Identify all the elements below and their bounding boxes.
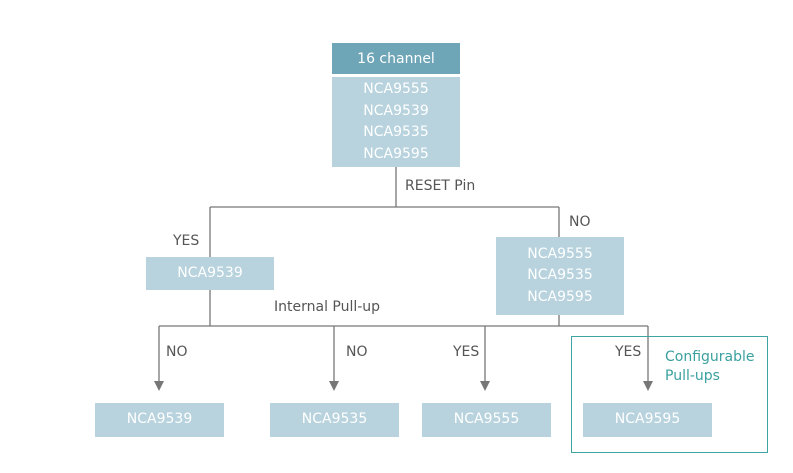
configurable-pullups-frame [571, 336, 768, 453]
leaf-name: NCA9539 [126, 411, 193, 428]
yes-branch-item: NCA9539 [177, 264, 243, 281]
no-branch-box: NCA9555 NCA9535 NCA9595 [496, 237, 624, 315]
root-item: NCA9535 [363, 124, 429, 140]
root-title: 16 channel [357, 50, 435, 67]
configurable-pullups-label: Configurable Pull-ups [665, 348, 755, 386]
configurable-line: Configurable [665, 349, 755, 365]
yes-label: YES [173, 233, 200, 249]
no-branch-item: NCA9555 [527, 245, 593, 262]
leaf-box: NCA9539 [95, 403, 224, 437]
root-header: 16 channel [332, 43, 460, 74]
leaf-name: NCA9535 [301, 411, 368, 428]
root-box: NCA9555 NCA9539 NCA9535 NCA9595 [332, 77, 460, 167]
reset-pin-label: RESET Pin [405, 178, 476, 194]
leaf-branch-label: NO [346, 344, 368, 360]
internal-pullup-label: Internal Pull-up [274, 299, 381, 315]
root-item: NCA9555 [363, 81, 429, 97]
pullups-line: Pull-ups [665, 368, 720, 384]
root-item: NCA9539 [363, 102, 429, 119]
leaf-box: NCA9555 [422, 403, 551, 437]
leaf-name: NCA9555 [453, 411, 520, 428]
leaf-branch-label: YES [453, 344, 480, 360]
leaf-box: NCA9595 [583, 403, 712, 437]
leaf-branch-label: YES [615, 344, 642, 360]
no-label: NO [569, 214, 591, 230]
root-item: NCA9595 [363, 145, 429, 162]
leaf-box: NCA9535 [270, 403, 399, 437]
yes-branch-box: NCA9539 [146, 257, 274, 290]
leaf-name: NCA9595 [614, 411, 681, 428]
no-branch-item: NCA9535 [527, 267, 593, 284]
leaf-branch-label: NO [166, 344, 188, 360]
no-branch-item: NCA9595 [527, 288, 593, 305]
